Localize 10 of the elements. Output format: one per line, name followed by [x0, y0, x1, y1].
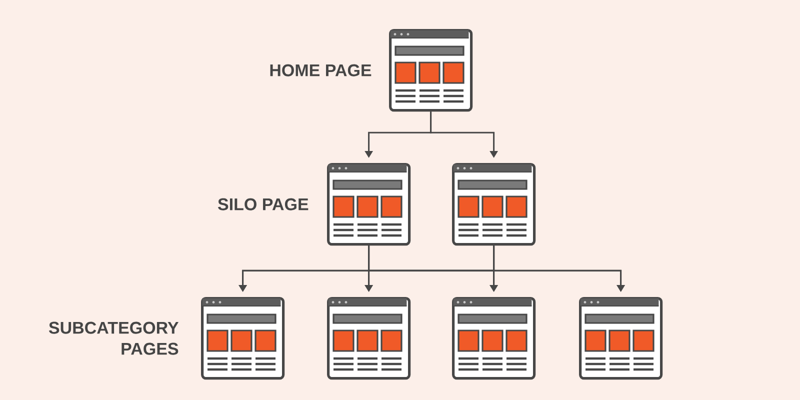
- webpage-icon: [452, 163, 536, 246]
- webpage-icon: [201, 297, 285, 380]
- page-label: HOME PAGE: [270, 64, 372, 76]
- webpage-icon: [327, 297, 411, 380]
- webpage-icon: [389, 29, 473, 112]
- webpage-icon: [327, 163, 411, 246]
- webpage-icon: [579, 297, 663, 380]
- page-label: SILO PAGE: [218, 198, 308, 210]
- page-label: SUBCATEGORY PAGES: [48, 322, 179, 355]
- webpage-icon: [452, 297, 536, 380]
